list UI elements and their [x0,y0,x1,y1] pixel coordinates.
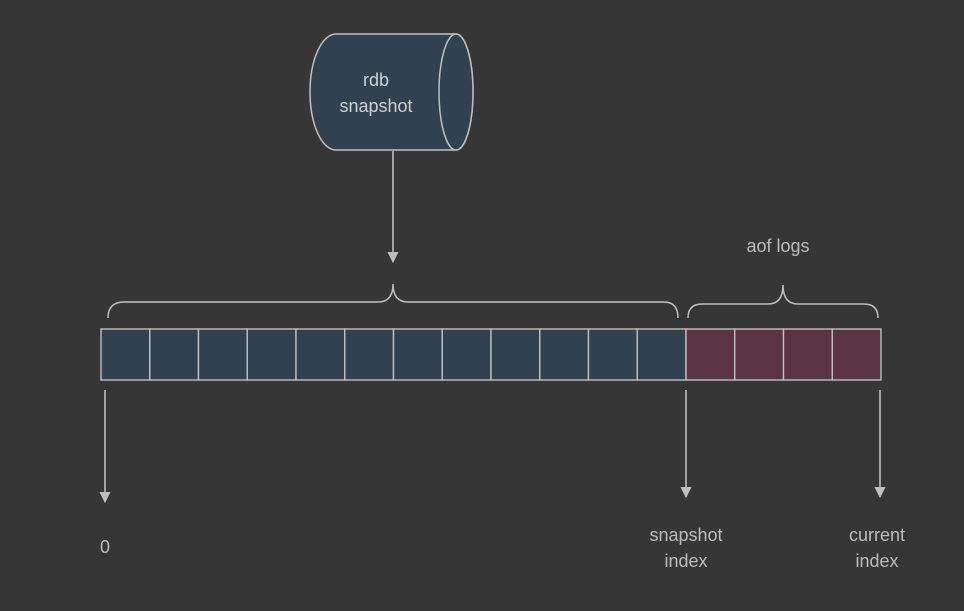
current-index-label-line2: index [855,551,898,571]
zero-label: 0 [100,537,110,557]
aof-brace [687,284,879,319]
snapshot-cell [295,328,346,381]
snapshot-cell [539,328,590,381]
cylinder-label-line2: snapshot [339,96,412,116]
snapshot-cell [197,328,248,381]
current-index-label-line1: current [849,525,905,545]
aof-log-cell [734,328,785,381]
snapshot-cell [344,328,395,381]
aof-logs-label: aof logs [746,236,809,256]
snapshot-cell [246,328,297,381]
snapshot-brace [107,283,679,319]
log-cells [100,328,882,381]
aof-log-cell [782,328,833,381]
snapshot-index-label-line2: index [664,551,707,571]
snapshot-cell [149,328,200,381]
cylinder-label-line1: rdb [363,70,389,90]
snapshot-cell [587,328,638,381]
cylinder-end [438,33,474,151]
rdb-snapshot-cylinder: rdb snapshot [309,33,474,151]
snapshot-cell [441,328,492,381]
snapshot-cell [636,328,687,381]
snapshot-cell [100,328,151,381]
snapshot-index-label-line1: snapshot [649,525,722,545]
snapshot-cell [392,328,443,381]
snapshot-cell [490,328,541,381]
aof-log-cell [685,328,736,381]
aof-log-cell [831,328,882,381]
